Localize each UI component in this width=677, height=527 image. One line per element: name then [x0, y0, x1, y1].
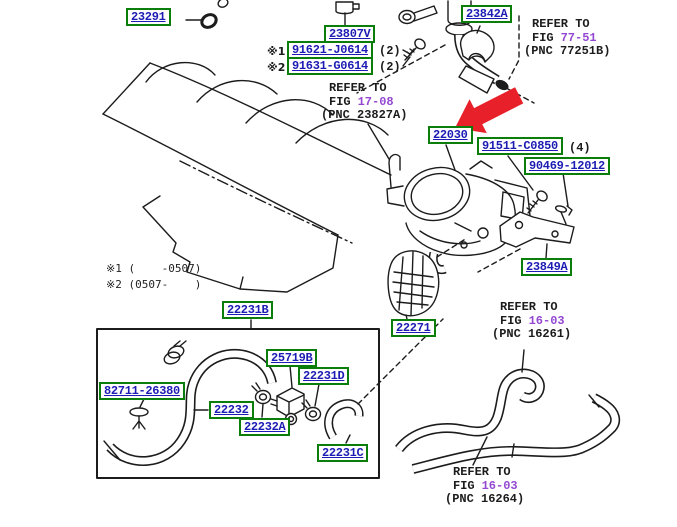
parts-group-box	[96, 328, 380, 479]
fig-link-16-03[interactable]: 16-03	[481, 478, 518, 493]
clip-drawing	[129, 407, 149, 430]
pnc-line: (PNC 77251B)	[524, 44, 611, 58]
footnote-mark-2: ※2	[267, 61, 286, 74]
sensor-drawing	[335, 1, 360, 15]
part-number-91511-C0850[interactable]: 91511-C0850	[477, 137, 563, 155]
footnote-2: ※2 (0507- )	[106, 278, 202, 291]
leader-lines	[139, 12, 569, 466]
part-number-23849A[interactable]: 23849A	[521, 258, 573, 276]
refer-line: REFER TO	[453, 465, 511, 479]
part-number-22231C[interactable]: 22231C	[317, 444, 369, 462]
part-number-82711-26380[interactable]: 82711-26380	[99, 382, 185, 400]
air-duct-drawing	[387, 250, 440, 317]
bolt-drawing	[526, 190, 548, 214]
part-number-90469-12012[interactable]: 90469-12012	[524, 157, 610, 175]
part-number-25719B[interactable]: 25719B	[266, 349, 318, 367]
refer-line: REFER TO	[329, 81, 387, 95]
footnote-1: ※1 ( -0507)	[106, 262, 202, 275]
grommet-drawing	[200, 0, 229, 29]
refer-block-fig-16-03-16264: REFER TO FIG 16-03 (PNC 16264)	[445, 465, 525, 507]
elbow-hose-drawing	[324, 399, 364, 440]
fig-link-77-51[interactable]: 77-51	[560, 30, 597, 45]
screw-grommet-drawing	[554, 205, 573, 225]
water-hose-drawing	[395, 368, 621, 474]
refer-block-fig-16-03-16261: REFER TO FIG 16-03 (PNC 16261)	[492, 300, 572, 342]
pipe-clamp-drawing	[459, 29, 495, 63]
hose-clamp-drawing-22232A	[251, 382, 272, 405]
part-number-23807V[interactable]: 23807V	[324, 25, 376, 43]
quantity-91511: (4)	[569, 141, 591, 155]
refer-block-fig-77-51: REFER TO FIG 77-51 (PNC 77251B)	[524, 17, 611, 59]
quantity-91621: (2)	[379, 44, 401, 58]
part-number-22271[interactable]: 22271	[391, 319, 436, 337]
fig-word: FIG	[329, 94, 351, 109]
fig-link-17-08[interactable]: 17-08	[357, 94, 394, 109]
part-number-22231D[interactable]: 22231D	[298, 367, 350, 385]
pnc-line: (PNC 16264)	[445, 492, 525, 506]
part-number-23291[interactable]: 23291	[126, 8, 171, 26]
refer-block-fig-17-08: REFER TO FIG 17-08 (PNC 23827A)	[321, 81, 408, 123]
pnc-line: (PNC 16261)	[492, 327, 572, 341]
fig-link-16-03[interactable]: 16-03	[528, 313, 565, 328]
refer-line: REFER TO	[532, 17, 590, 31]
fig-word: FIG	[500, 313, 522, 328]
red-pointer-arrow	[455, 87, 524, 134]
part-number-22030[interactable]: 22030	[428, 126, 473, 144]
pnc-line: (PNC 23827A)	[321, 108, 408, 122]
bracket-drawing	[499, 211, 575, 248]
hose-clamp-drawing-22231D	[301, 399, 322, 422]
refer-line: REFER TO	[500, 300, 558, 314]
quantity-91631: (2)	[379, 60, 401, 74]
footnote-mark-1: ※1	[267, 45, 286, 58]
part-number-91631-G0614[interactable]: 91631-G0614	[287, 57, 373, 75]
fig-word: FIG	[453, 478, 475, 493]
part-number-22232[interactable]: 22232	[209, 401, 254, 419]
part-number-23842A[interactable]: 23842A	[461, 5, 513, 23]
fuel-hose-drawing	[103, 340, 277, 466]
engine-cover-drawing	[102, 61, 392, 293]
part-number-22232A[interactable]: 22232A	[239, 418, 291, 436]
stud-bolt-drawing	[402, 38, 426, 67]
part-number-22231B[interactable]: 22231B	[222, 301, 274, 319]
fig-word: FIG	[532, 30, 554, 45]
